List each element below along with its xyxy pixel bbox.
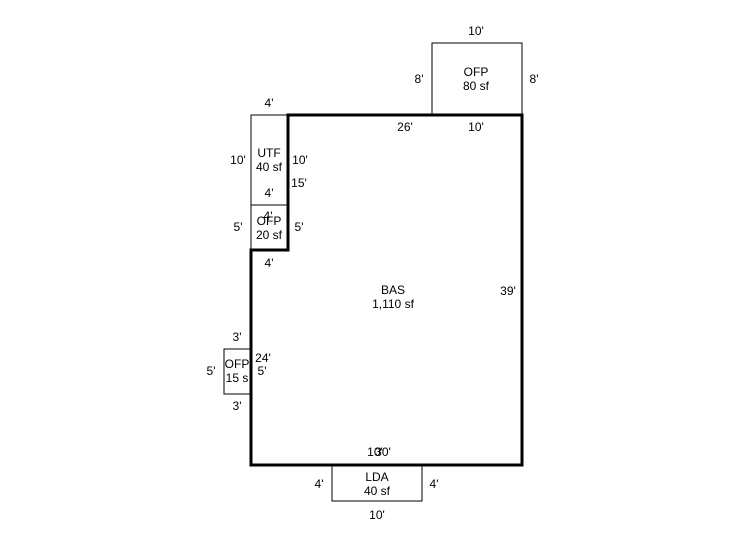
dim-ofp-front-left: 8' bbox=[415, 72, 424, 86]
dim-utf-top: 4' bbox=[265, 96, 274, 110]
dim-ofp-front-top: 10' bbox=[468, 24, 484, 38]
bas-outline bbox=[249, 113, 524, 467]
dim-lda-bottom: 10' bbox=[369, 508, 385, 522]
lda-area-label: 40 sf bbox=[364, 484, 391, 498]
dim-ofp-small-top-right: 5' bbox=[295, 220, 304, 234]
dim-bas-notch-bottom: 4' bbox=[265, 256, 274, 270]
dim-ofp-small-left-lower: 3' bbox=[233, 399, 242, 413]
dim-lda-left: 4' bbox=[315, 477, 324, 491]
dim-ofp-small-top-left: 5' bbox=[234, 220, 243, 234]
dim-utf-right: 10' bbox=[292, 153, 308, 167]
lda-code-label: LDA bbox=[365, 470, 388, 484]
dim-bas-top-b: 10' bbox=[468, 120, 484, 134]
dim-bas-bottom-a: 10' bbox=[367, 445, 383, 459]
ofp-small-left-code-label: OFP bbox=[225, 357, 250, 371]
dim-ofp-small-left-upper: 3' bbox=[233, 330, 242, 344]
dim-lda-right: 4' bbox=[430, 477, 439, 491]
ofp-front-code-label: OFP bbox=[464, 65, 489, 79]
dim-bas-left: 24' bbox=[255, 351, 271, 365]
dim-ofp-front-right: 8' bbox=[530, 72, 539, 86]
ofp-small-top-area-label: 20 sf bbox=[256, 228, 283, 242]
dim-ofp-small-left-right: 5' bbox=[258, 364, 267, 378]
bas-code-label: BAS bbox=[381, 283, 405, 297]
utf-area-label: 40 sf bbox=[256, 160, 283, 174]
dim-bas-right: 39' bbox=[500, 284, 516, 298]
dim-bas-bottom-b: 30' bbox=[375, 445, 391, 459]
ofp-small-left-area-label: 15 s bbox=[226, 371, 249, 385]
ofp-small-top-code-label: OFP bbox=[257, 214, 282, 228]
ofp-front-area-label: 80 sf bbox=[463, 79, 490, 93]
dim-ofp-small-top-inner: 4' bbox=[264, 209, 273, 223]
dim-ofp-small-left-left: 5' bbox=[207, 364, 216, 378]
dim-bas-top-a: 26' bbox=[397, 120, 413, 134]
bas-area-label: 1,110 sf bbox=[372, 297, 414, 311]
dim-bas-inner-vertical: 15' bbox=[291, 176, 307, 190]
utf-code-label: UTF bbox=[257, 146, 280, 160]
dim-ofp-small-top-upper: 4' bbox=[265, 186, 274, 200]
dim-utf-left: 10' bbox=[230, 153, 246, 167]
